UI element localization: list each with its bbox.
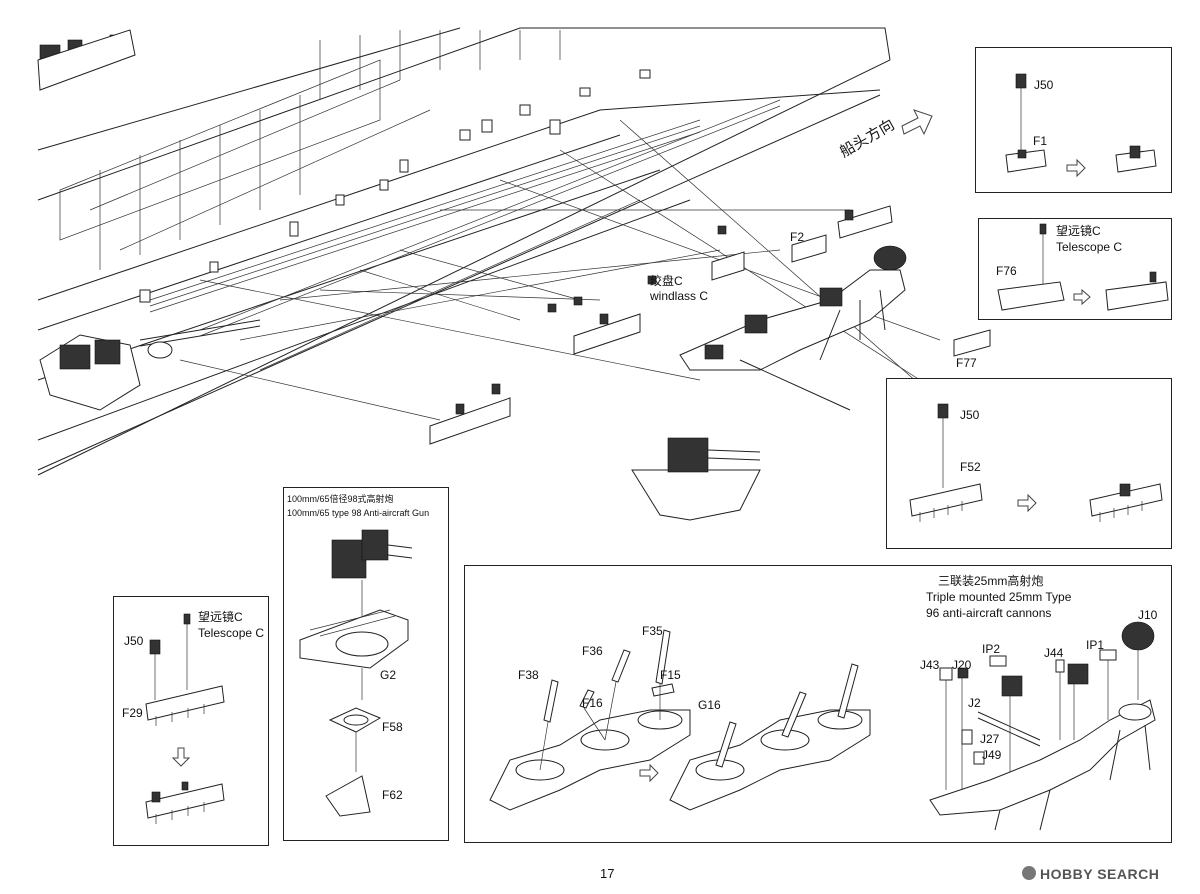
part-f77 xyxy=(953,329,991,357)
label-j43: J43 xyxy=(920,658,940,672)
left-turret xyxy=(39,319,261,411)
label-j50-c: J50 xyxy=(124,634,144,648)
label-f36: F36 xyxy=(582,644,603,658)
label-j27: J27 xyxy=(980,732,1000,746)
gun-title-cn: 100mm/65倍径98式高射炮 xyxy=(287,494,394,504)
label-f2: F2 xyxy=(790,230,805,244)
label-j50-b: J50 xyxy=(960,408,980,422)
label-j44: J44 xyxy=(1044,646,1064,660)
label-f76: F76 xyxy=(996,264,1017,278)
windlass-part xyxy=(647,275,657,285)
label-f58: F58 xyxy=(382,720,403,734)
panel-j50-f52 xyxy=(886,378,1172,549)
label-telescope-cn-a: 望远镜C xyxy=(1056,224,1101,238)
label-f52: F52 xyxy=(960,460,981,474)
hull-small-parts xyxy=(139,69,651,303)
label-telescope-en-b: Telescope C xyxy=(198,626,265,640)
label-j49: J49 xyxy=(982,748,1002,762)
bow-platform xyxy=(679,245,907,411)
label-telescope-cn-b: 望远镜C xyxy=(198,610,243,624)
watermark-logo-icon xyxy=(1022,866,1036,880)
bottom-gun-tub xyxy=(631,437,761,521)
label-f16: F16 xyxy=(582,696,603,710)
panel-100mm-gun xyxy=(283,487,449,841)
bow-direction-arrow-icon xyxy=(901,109,933,136)
label-ip2: IP2 xyxy=(982,642,1001,656)
part-f2 xyxy=(791,234,827,263)
label-g2: G2 xyxy=(380,668,397,682)
label-f77: F77 xyxy=(956,356,977,370)
label-f38: F38 xyxy=(518,668,539,682)
label-telescope-en-a: Telescope C xyxy=(1056,240,1123,254)
label-windlass-cn: 绞盘C xyxy=(650,274,683,288)
triple-title-en-1: Triple mounted 25mm Type xyxy=(926,590,1072,604)
top-left-deck-cluster xyxy=(37,29,136,91)
part-upper-bracket xyxy=(837,205,893,239)
label-f15: F15 xyxy=(660,668,681,682)
label-f62: F62 xyxy=(382,788,403,802)
label-f29: F29 xyxy=(122,706,143,720)
triple-title-cn: 三联装25mm高射炮 xyxy=(938,574,1044,588)
label-ip1: IP1 xyxy=(1086,638,1105,652)
label-j20: J20 xyxy=(952,658,972,672)
label-windlass-en: windlass C xyxy=(650,289,709,303)
label-f35: F35 xyxy=(642,624,663,638)
watermark: HOBBY SEARCH xyxy=(1040,866,1160,882)
label-f1: F1 xyxy=(1033,134,1048,148)
label-g16: G16 xyxy=(698,698,721,712)
gun-title-en: 100mm/65 type 98 Anti-aircraft Gun xyxy=(287,508,430,518)
brackets-row xyxy=(429,225,745,445)
page-number: 17 xyxy=(600,866,615,881)
hull-body xyxy=(37,27,891,476)
label-j10: J10 xyxy=(1138,608,1158,622)
label-j2: J2 xyxy=(968,696,981,710)
label-j50-a: J50 xyxy=(1034,78,1054,92)
triple-title-en-2: 96 anti-aircraft cannons xyxy=(926,606,1052,620)
